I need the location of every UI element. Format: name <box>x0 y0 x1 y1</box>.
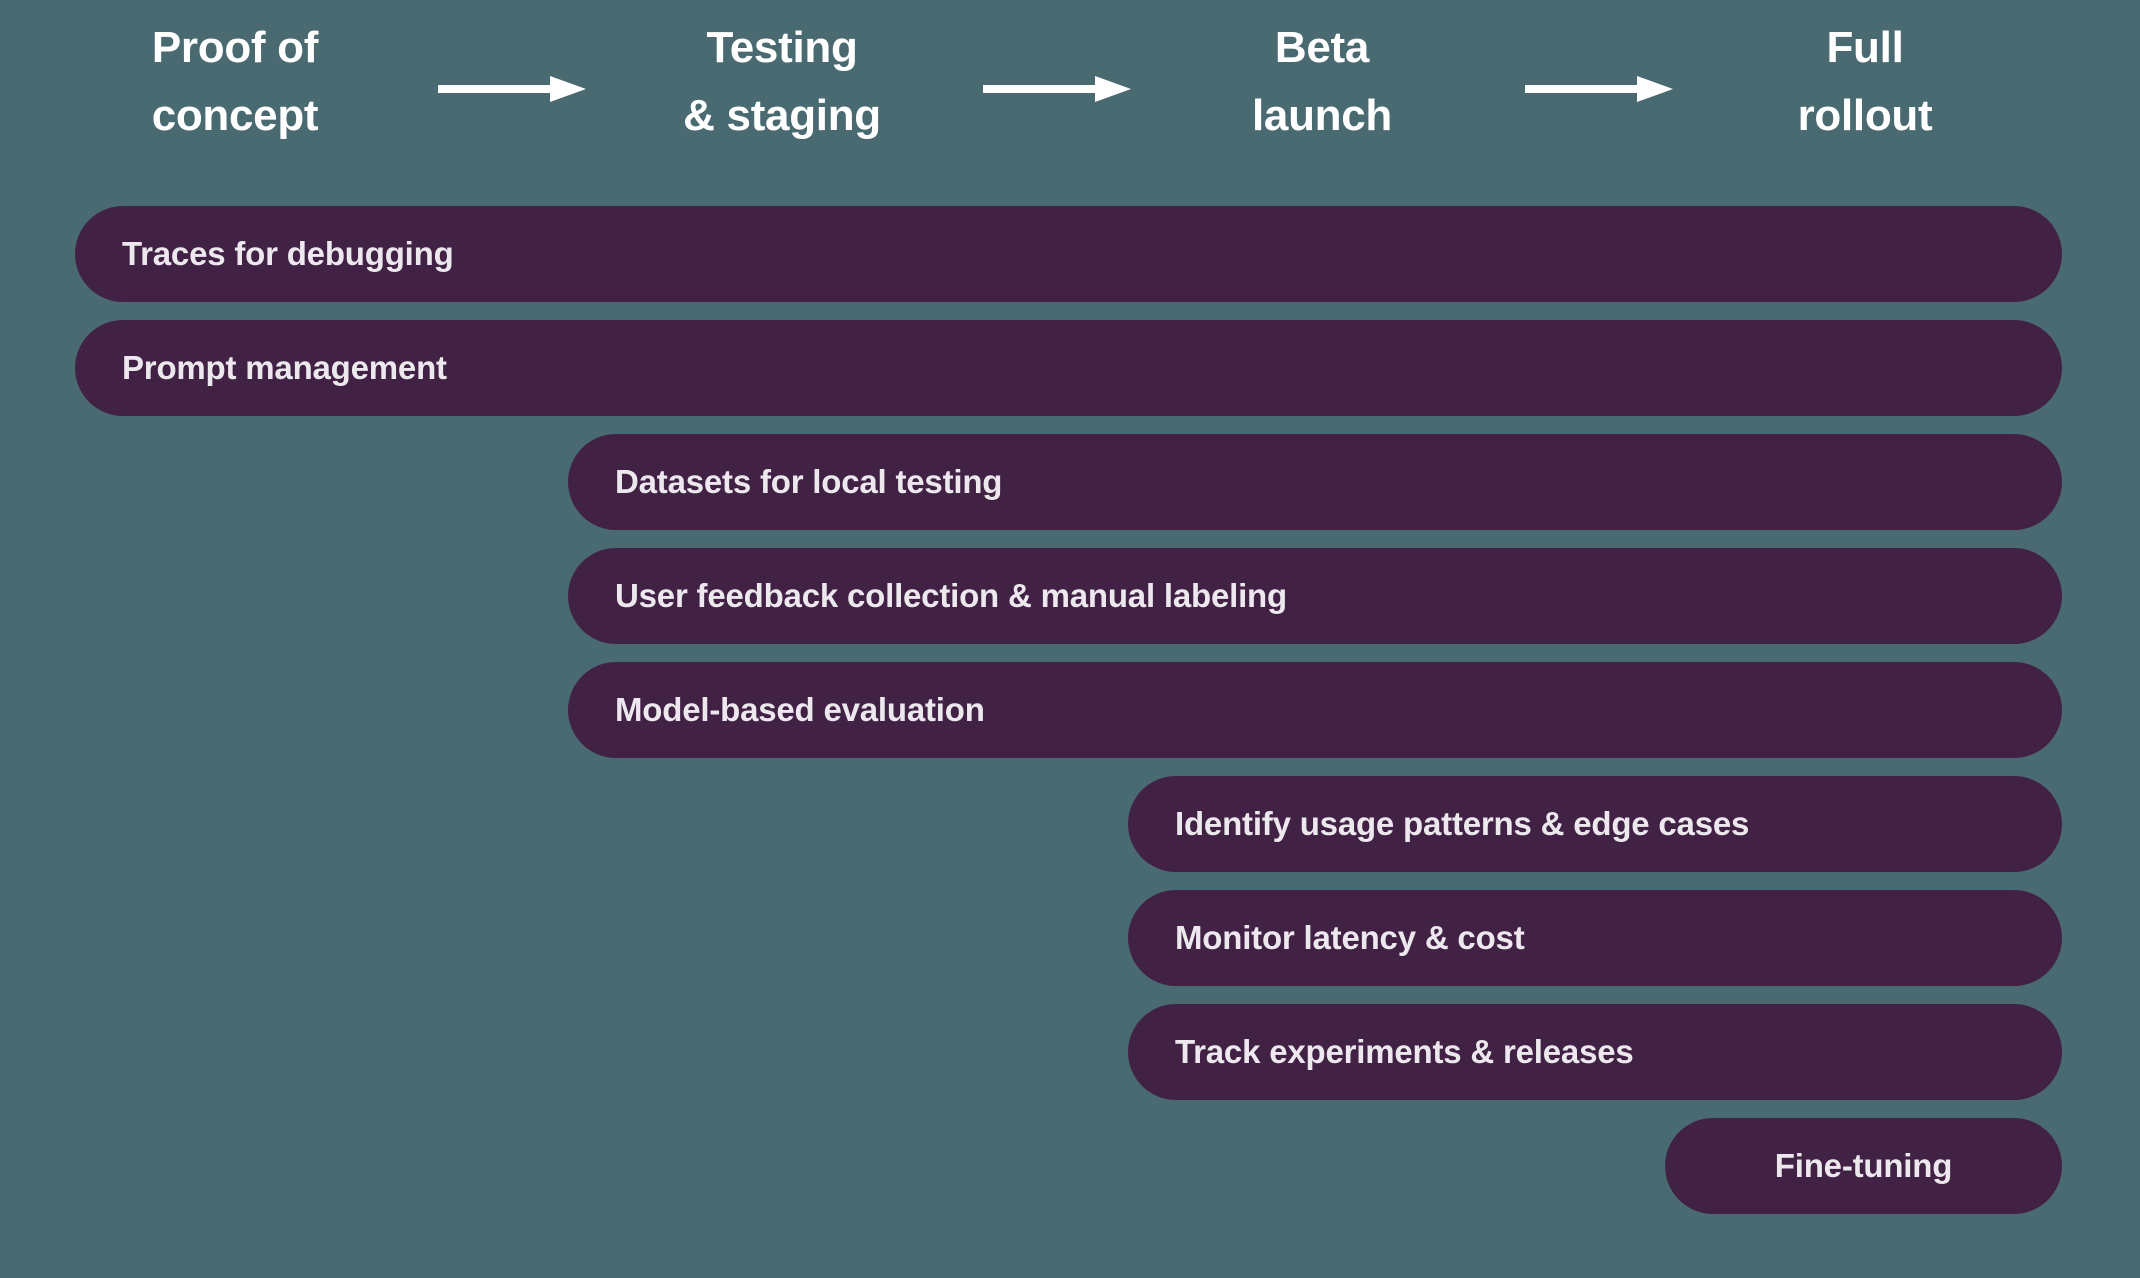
capability-bar-label: Datasets for local testing <box>615 463 1003 500</box>
phase-label-beta-launch: Beta launch <box>1252 23 1392 140</box>
capability-bar-identify-usage-patterns-and-edge-cases[interactable]: Identify usage patterns & edge cases <box>1128 776 2062 872</box>
capability-bar-label: Model-based evaluation <box>615 691 985 728</box>
capability-bar-traces-for-debugging[interactable]: Traces for debugging <box>75 206 2062 302</box>
arrow-right-icon <box>438 76 586 102</box>
phase-label-testing-and-staging: Testing & staging <box>683 23 881 140</box>
capability-bar-label: Track experiments & releases <box>1175 1033 1634 1070</box>
capability-bar-label: Fine-tuning <box>1774 1147 1953 1184</box>
capability-bar-track-experiments-and-releases[interactable]: Track experiments & releases <box>1128 1004 2062 1100</box>
capability-bar-label: Traces for debugging <box>122 235 454 272</box>
arrow-right-icon <box>1525 76 1673 102</box>
capability-bar-user-feedback-collection-and-manual-labeling[interactable]: User feedback collection & manual labeli… <box>568 548 2062 644</box>
phase-header-row: Proof of concept Testing & staging Beta … <box>0 0 2140 180</box>
capability-bar-monitor-latency-and-cost[interactable]: Monitor latency & cost <box>1128 890 2062 986</box>
capability-bar-label: Monitor latency & cost <box>1175 919 1525 956</box>
capability-bar-label: Identify usage patterns & edge cases <box>1175 805 1750 842</box>
arrow-right-icon <box>983 76 1131 102</box>
capability-bar-datasets-for-local-testing[interactable]: Datasets for local testing <box>568 434 2062 530</box>
capability-bar-model-based-evaluation[interactable]: Model-based evaluation <box>568 662 2062 758</box>
phase-label-proof-of-concept: Proof of concept <box>151 23 319 140</box>
capability-bar-label: Prompt management <box>122 349 447 386</box>
capability-bar-label: User feedback collection & manual labeli… <box>615 577 1287 614</box>
capability-bar-prompt-management[interactable]: Prompt management <box>75 320 2062 416</box>
capability-bar-fine-tuning[interactable]: Fine-tuning <box>1665 1118 2062 1214</box>
phase-label-full-rollout: Full rollout <box>1797 23 1933 140</box>
